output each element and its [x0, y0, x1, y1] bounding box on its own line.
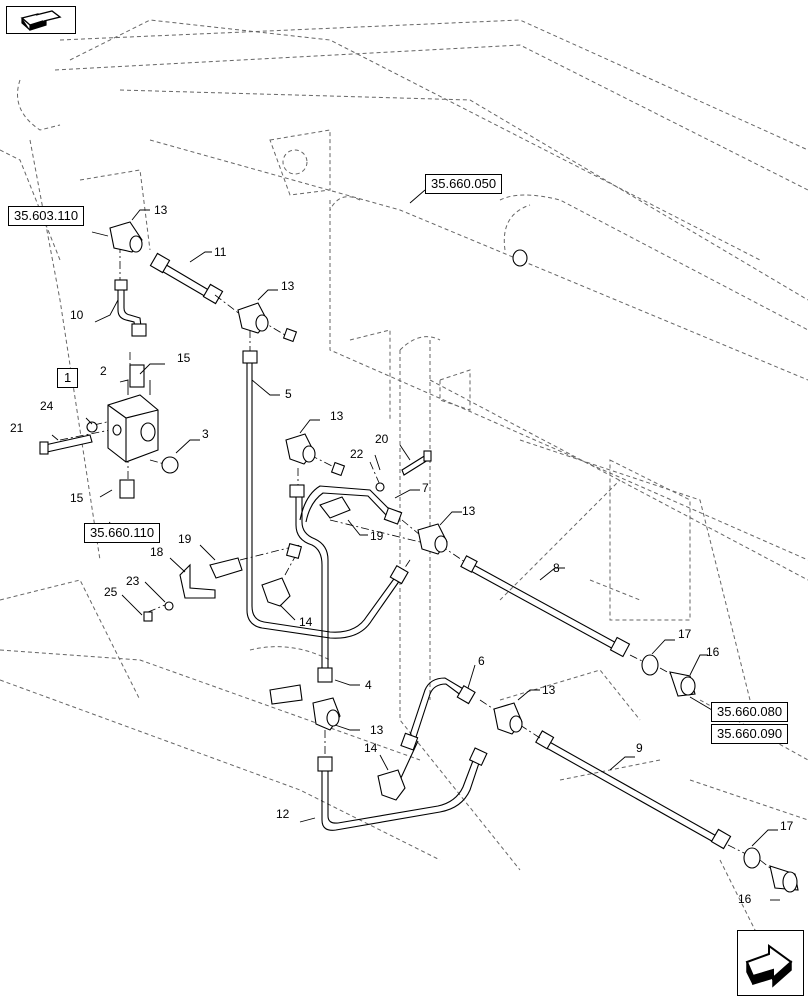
callout-19-a: 19	[370, 529, 384, 543]
callout-25: 25	[104, 585, 118, 599]
callout-8: 8	[553, 561, 560, 575]
callout-12: 12	[276, 807, 290, 821]
callout-13-a: 13	[154, 203, 168, 217]
pipe-7	[299, 485, 393, 523]
reference-35-603-110[interactable]: 35.603.110	[8, 206, 85, 226]
callout-5: 5	[285, 387, 292, 401]
callout-2: 2	[100, 364, 107, 378]
callout-13-e: 13	[542, 683, 556, 697]
callout-10: 10	[70, 308, 84, 322]
prev-page-button[interactable]	[6, 6, 76, 34]
callout-3: 3	[202, 427, 209, 441]
callout-17-b: 17	[780, 819, 794, 833]
next-page-button[interactable]	[737, 930, 804, 996]
callout-9: 9	[636, 741, 643, 755]
pipe-11	[149, 252, 224, 305]
pipe-4	[295, 495, 329, 672]
reference-35-660-110[interactable]: 35.660.110	[84, 523, 161, 543]
callout-14-a: 14	[299, 615, 313, 629]
callout-7: 7	[422, 481, 429, 495]
callout-19-b: 19	[178, 532, 192, 546]
callout-13-d: 13	[462, 504, 476, 518]
pipe-9	[535, 730, 732, 850]
fittings	[39, 221, 799, 893]
callout-15-a: 15	[177, 351, 191, 365]
prev-page-arrow-icon	[20, 10, 62, 31]
reference-35-660-050[interactable]: 35.660.050	[425, 174, 503, 194]
leader-lines	[51, 189, 780, 901]
assembly-axes	[59, 245, 776, 873]
reference-35-660-080[interactable]: 35.660.080	[711, 702, 789, 722]
callout-22: 22	[350, 447, 364, 461]
pipe-6	[400, 677, 476, 751]
callout-6: 6	[478, 654, 485, 668]
reference-item-1: 1	[57, 368, 79, 388]
callout-4: 4	[365, 678, 372, 692]
callout-14-b: 14	[364, 741, 378, 755]
callout-21: 21	[10, 421, 24, 435]
callout-11: 11	[214, 245, 227, 259]
next-page-arrow-icon	[745, 944, 793, 988]
callout-13-b: 13	[281, 279, 295, 293]
callout-13-f: 13	[370, 723, 384, 737]
callout-17-a: 17	[678, 627, 692, 641]
pipe-8	[460, 555, 631, 658]
callout-16-a: 16	[706, 645, 720, 659]
background-frame	[0, 19, 808, 981]
callout-13-c: 13	[330, 409, 344, 423]
callout-20: 20	[375, 432, 389, 446]
callout-16-b: 16	[738, 892, 752, 906]
callout-18: 18	[150, 545, 164, 559]
pipe-5	[246, 358, 401, 639]
reference-35-660-090[interactable]: 35.660.090	[711, 724, 789, 744]
callout-15-b: 15	[70, 491, 84, 505]
callout-24: 24	[40, 399, 54, 413]
callout-23: 23	[126, 574, 140, 588]
pipe-to-14-lower	[399, 740, 419, 781]
pipe-10	[114, 279, 147, 337]
pipe-12	[317, 747, 488, 831]
